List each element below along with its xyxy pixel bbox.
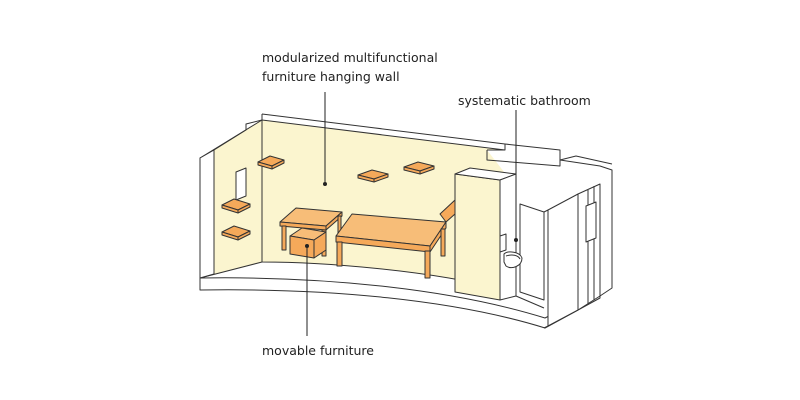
bathroom-top: [486, 150, 561, 167]
bathroom-front-wall: [547, 193, 579, 327]
big-table-leg: [336, 241, 343, 267]
label-movable-furniture: movable furniture: [262, 343, 374, 358]
bathroom-floor: [515, 295, 545, 309]
window-opening: [235, 167, 247, 201]
leader-dot-bathroom: [514, 238, 518, 242]
bathroom-right-wall: [577, 183, 601, 311]
shelf: [237, 230, 251, 241]
shelf: [419, 165, 435, 175]
floor-edge: [199, 277, 601, 319]
label-bathroom: systematic bathroom: [458, 93, 591, 108]
bathroom-front-edge: [543, 209, 549, 329]
left-wall-top: [213, 119, 263, 151]
toilet-bowl: [503, 251, 523, 269]
label-hanging-wall-line1: modularized multifunctional: [262, 50, 438, 65]
label-hanging-wall-line2: furniture hanging wall: [262, 69, 400, 84]
bathroom-partition: [454, 173, 501, 301]
toilet-rim: [505, 254, 521, 260]
leader-dot-wall: [323, 182, 327, 186]
shelf: [237, 203, 251, 214]
big-table-leg: [424, 250, 431, 279]
toilet-tank: [499, 233, 507, 253]
bathroom-corner-top: [559, 155, 613, 165]
shelf: [373, 173, 389, 183]
bathroom-window: [585, 201, 597, 243]
label-hanging-wall: modularized multifunctional furniture ha…: [262, 48, 438, 86]
left-wall-thickness: [199, 149, 215, 279]
small-table-leg: [281, 225, 287, 251]
stool-side: [313, 231, 327, 259]
leader-dot-movable: [305, 244, 309, 248]
stool-front: [289, 235, 315, 259]
shelf: [271, 159, 285, 170]
bathroom-interior: [519, 203, 545, 301]
big-table-leg: [440, 228, 446, 257]
